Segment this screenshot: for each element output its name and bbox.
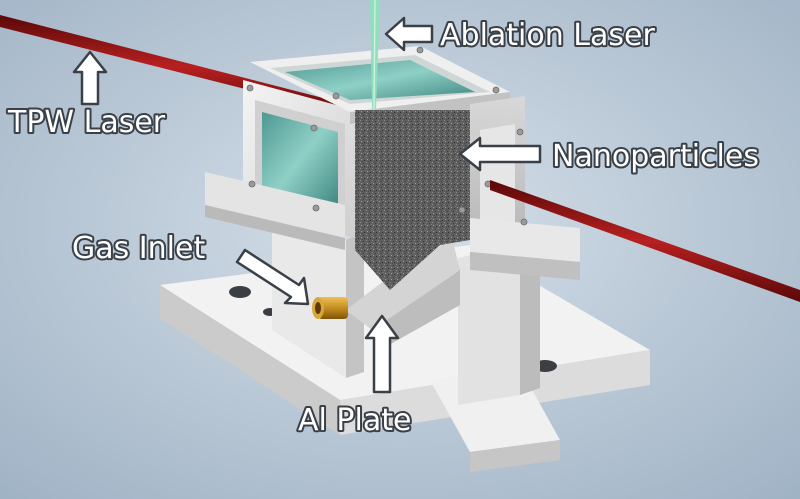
top-window — [285, 60, 475, 100]
nanoparticle-cloud — [355, 110, 470, 290]
al-plate-target — [346, 230, 460, 330]
gas-inlet-fitting — [312, 297, 348, 319]
gas-inlet-arrow — [235, 248, 310, 306]
nanoparticles-arrow — [458, 136, 542, 172]
right-support — [458, 244, 540, 405]
al-plate-label: Al Plate — [298, 403, 411, 438]
left-window — [262, 112, 338, 208]
al-plate-arrow — [364, 314, 400, 394]
ablation-laser-arrow — [384, 16, 434, 52]
gas-inlet-label: Gas Inlet — [72, 231, 205, 266]
tpw-laser-beam-outgoing — [490, 180, 800, 302]
screws — [246, 46, 528, 226]
nanoparticles-label: Nanoparticles — [552, 139, 759, 174]
tpw-laser-label: TPW Laser — [7, 105, 166, 140]
ablation-laser-label: Ablation Laser — [440, 18, 655, 53]
chamber-housing — [205, 46, 580, 290]
tpw-laser-arrow — [72, 50, 108, 106]
